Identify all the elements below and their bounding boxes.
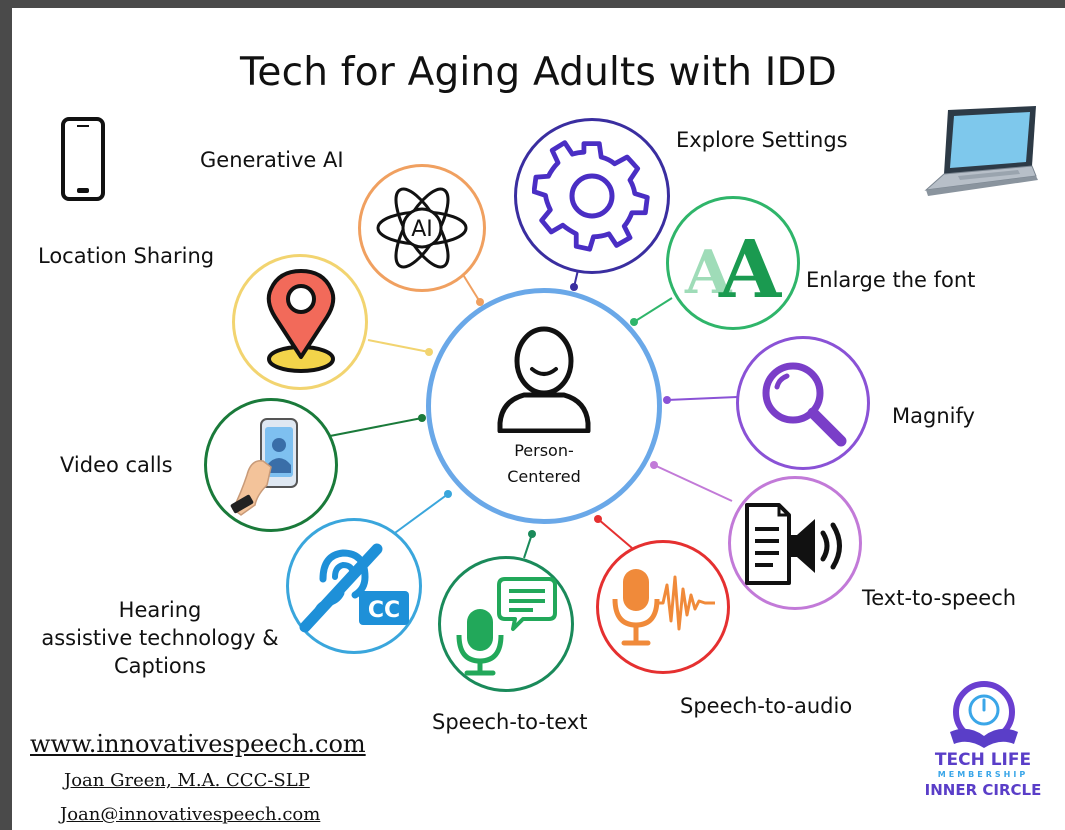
- center-node-person-centered: Person- Centered: [426, 288, 662, 524]
- label-explore-settings: Explore Settings: [676, 128, 848, 152]
- tech-life-logo: TECH LIFE MEMBERSHIP INNER CIRCLE: [918, 676, 1048, 806]
- label-enlarge-font: Enlarge the font: [806, 268, 976, 292]
- video-call-phone-icon: [230, 418, 298, 516]
- node-video-calls: [204, 398, 338, 532]
- node-hearing-captions: CC: [286, 518, 422, 654]
- center-label-line2: Centered: [507, 467, 581, 486]
- power-hands-icon: [950, 681, 1018, 748]
- person-icon: [497, 326, 591, 433]
- label-magnify: Magnify: [892, 404, 975, 428]
- microphone-chat-icon: [456, 577, 557, 676]
- gear-icon: [532, 140, 650, 252]
- enlarge-font-icon: A A: [684, 222, 782, 307]
- connector-lines: [329, 269, 738, 559]
- label-hearing-line3: Captions: [113, 654, 207, 678]
- node-speech-to-text: [438, 556, 574, 692]
- center-label-line1: Person-: [514, 441, 574, 460]
- label-hearing-captions: Hearing assistive technology & Captions: [12, 596, 308, 680]
- smartphone-icon: [61, 117, 105, 201]
- label-speech-to-text: Speech-to-text: [432, 710, 588, 734]
- logo-line3: INNER CIRCLE: [924, 781, 1042, 799]
- node-location-sharing: [232, 254, 368, 390]
- node-text-to-speech: [728, 476, 862, 610]
- ai-text: AI: [411, 217, 433, 242]
- logo-line1: TECH LIFE: [934, 750, 1032, 770]
- label-speech-to-audio: Speech-to-audio: [680, 694, 853, 718]
- infographic-sheet: Tech for Aging Adults with IDD Person- C…: [12, 8, 1065, 830]
- footer-email-link[interactable]: Joan@innovativespeech.com: [60, 804, 321, 825]
- label-video-calls: Video calls: [60, 453, 173, 477]
- node-magnify: [736, 336, 870, 470]
- location-pin-icon: [266, 269, 336, 373]
- label-hearing-line1: Hearing: [118, 598, 202, 622]
- cc-text: CC: [368, 598, 400, 623]
- laptop-icon: [924, 106, 1038, 196]
- svg-text:A: A: [718, 222, 782, 307]
- node-generative-ai: AI: [358, 164, 486, 292]
- node-explore-settings: [514, 118, 670, 274]
- logo-line2: MEMBERSHIP: [937, 770, 1029, 779]
- label-hearing-line2: assistive technology &: [41, 626, 279, 650]
- footer-website-link[interactable]: www.innovativespeech.com: [30, 730, 366, 758]
- microphone-waveform-icon: [612, 569, 715, 646]
- page-title: Tech for Aging Adults with IDD: [240, 50, 837, 95]
- footer-author: Joan Green, M.A. CCC-SLP: [64, 770, 310, 791]
- hearing-captions-icon: CC: [299, 543, 409, 633]
- label-location-sharing: Location Sharing: [38, 244, 215, 268]
- label-generative-ai: Generative AI: [200, 148, 344, 172]
- ai-atom-icon: AI: [376, 187, 468, 269]
- node-speech-to-audio: [596, 540, 730, 674]
- node-enlarge-font: A A: [666, 196, 800, 330]
- svg-text:A: A: [684, 238, 733, 307]
- label-text-to-speech: Text-to-speech: [862, 586, 1017, 610]
- document-speaker-icon: [745, 503, 842, 585]
- magnifier-icon: [762, 362, 847, 447]
